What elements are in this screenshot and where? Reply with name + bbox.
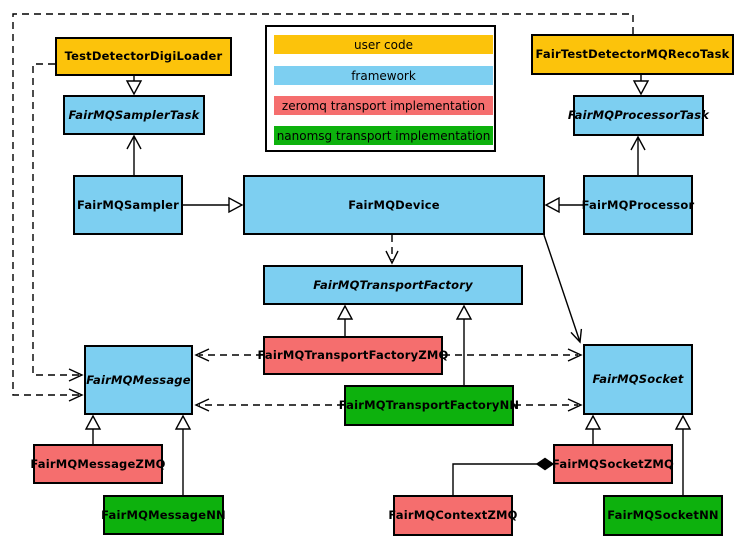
- legend-item-nanomsg: nanomsg transport implementation: [274, 126, 493, 145]
- node-fairmqcontextzmq: FairMQContextZMQ: [388, 495, 517, 536]
- node-fairmqsocketzmq: FairMQSocketZMQ: [552, 444, 674, 484]
- edge-recotask-message-arrowhead: [68, 388, 84, 402]
- node-fairmqdevice: FairMQDevice: [243, 175, 545, 235]
- edge-processor-device: [544, 196, 583, 214]
- edge-factorynn-socket-arrowhead: [567, 398, 583, 412]
- edge-device-factory-arrowhead: [385, 250, 399, 265]
- edge-sampler-samplertask: [126, 134, 142, 175]
- node-fairmqtransportfactory: FairMQTransportFactory: [263, 265, 523, 305]
- node-testdetectordigiloader: TestDetectorDigiLoader: [55, 37, 232, 76]
- edge-sampler-device: [183, 196, 244, 214]
- legend-box: user code framework zeromq transport imp…: [265, 25, 496, 152]
- edge-digiloader-message-arrowhead: [68, 368, 84, 382]
- node-fairmqmessagezmq: FairMQMessageZMQ: [30, 444, 165, 484]
- node-fairmqprocessor: FairMQProcessor: [582, 175, 694, 235]
- legend-item-zeromq: zeromq transport implementation: [274, 96, 493, 115]
- edge-socketnn-socket: [674, 414, 692, 495]
- node-fairmqsampler: FairMQSampler: [73, 175, 183, 235]
- node-fairmqmessagenn: FairMQMessageNN: [101, 495, 226, 535]
- edge-messagezmq-message: [84, 414, 102, 444]
- legend-item-user-code: user code: [274, 35, 493, 54]
- node-fairmqtransportfactoryzmq: FairMQTransportFactoryZMQ: [258, 336, 448, 375]
- legend-item-framework: framework: [274, 66, 493, 85]
- edge-factorynn-message-arrowhead: [194, 398, 210, 412]
- node-fairmqmessage: FairMQMessage: [84, 345, 193, 415]
- node-fairmqtransportfactorynn: FairMQTransportFactoryNN: [339, 385, 519, 426]
- node-fairtestdetectormqrecotask: FairTestDetectorMQRecoTask: [531, 34, 734, 75]
- node-fairmqsamplertask: FairMQSamplerTask: [63, 95, 205, 135]
- edge-processor-processortask: [630, 135, 646, 175]
- node-fairmqprocessortask: FairMQProcessorTask: [568, 95, 709, 136]
- edge-recotask-message: [12, 13, 634, 396]
- edge-factoryzmq-socket-arrowhead: [567, 348, 583, 362]
- edge-contextzmq-socketzmq: [452, 457, 555, 495]
- edge-factoryzmq-factory: [336, 304, 354, 336]
- edge-factorynn-factory: [455, 304, 473, 385]
- node-fairmqsocket: FairMQSocket: [583, 344, 693, 415]
- edge-messagenn-message: [174, 414, 192, 495]
- edge-digiloader-samplertask: [125, 76, 143, 96]
- edge-device-socket: [543, 234, 583, 344]
- edge-socketzmq-socket: [584, 414, 602, 444]
- edge-factoryzmq-message-arrowhead: [194, 348, 210, 362]
- edge-recotask-processortask: [632, 75, 650, 96]
- node-fairmqsocketnn: FairMQSocketNN: [603, 495, 723, 536]
